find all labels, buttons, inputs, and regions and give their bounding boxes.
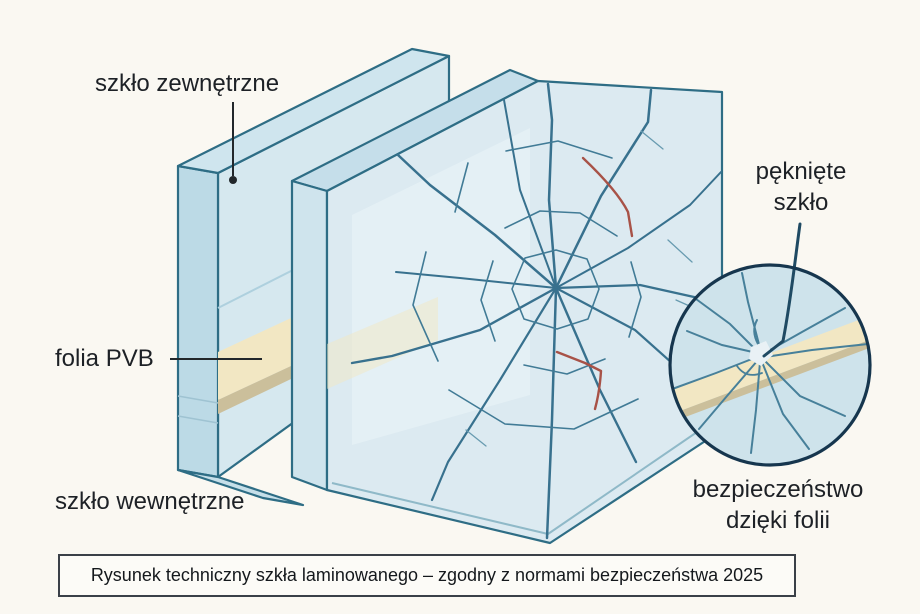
crack-radial bbox=[554, 88, 653, 290]
magnifier-cracks bbox=[674, 272, 869, 454]
magnifier-detail bbox=[668, 222, 872, 467]
label-inner-glass: szkło wewnętrzne bbox=[55, 488, 245, 515]
pvb-foil-tan bbox=[218, 366, 291, 414]
magnifier-border bbox=[668, 263, 872, 467]
inner-glass-left-face bbox=[290, 179, 329, 492]
crack-red-upper bbox=[581, 156, 634, 238]
inner-glass-pane bbox=[290, 68, 724, 545]
crack-web bbox=[350, 82, 723, 540]
outer-glass-top-face bbox=[176, 47, 451, 175]
magnifier-pvb-cream bbox=[670, 315, 870, 417]
crack-red-lower bbox=[555, 350, 603, 411]
crack-knot-patch bbox=[749, 341, 773, 366]
crack-radial bbox=[554, 283, 723, 305]
caption-box: Rysunek techniczny szkła laminowanego – … bbox=[58, 554, 796, 597]
crack-radial bbox=[545, 286, 558, 540]
crack-radial bbox=[395, 271, 557, 289]
label-pvb-foil: folia PVB bbox=[55, 345, 154, 372]
label-outer-glass: szkło zewnętrzne bbox=[95, 70, 280, 97]
caption-text: Rysunek techniczny szkła laminowanego – … bbox=[90, 565, 764, 585]
pvb-foil-through-glass bbox=[327, 297, 438, 389]
edge-layer-line-top bbox=[177, 395, 219, 404]
magnifier-pvb-tan bbox=[670, 339, 870, 425]
crack-radial bbox=[503, 99, 557, 289]
crack-radial bbox=[555, 171, 722, 289]
outer-glass-left-face bbox=[176, 164, 220, 479]
pane-reflection bbox=[352, 128, 530, 445]
crack-radial bbox=[396, 153, 558, 290]
leader-cracked-glass bbox=[762, 222, 802, 358]
crack-red-segments bbox=[555, 156, 634, 411]
crack-hook bbox=[753, 319, 759, 345]
label-safety-line1: bezpieczeństwo bbox=[692, 476, 864, 503]
label-safety-line2: dzięki folii bbox=[725, 507, 831, 534]
crack-rings bbox=[412, 140, 642, 430]
outer-glass-bottom-face bbox=[176, 468, 305, 507]
crack-radial bbox=[430, 286, 558, 502]
label-safety: bezpieczeństwo dzięki folii bbox=[658, 474, 898, 536]
edge-layer-line-bottom bbox=[177, 415, 219, 424]
label-cracked-glass: pęknięte szkło bbox=[716, 156, 886, 218]
label-cracked-glass-line2: szkło bbox=[773, 189, 829, 216]
crack-radial bbox=[546, 82, 558, 290]
leader-outer-glass-dot bbox=[229, 176, 237, 184]
label-cracked-glass-line1: pęknięte bbox=[755, 158, 847, 185]
leader-lines bbox=[170, 102, 262, 360]
foil-chip-line bbox=[736, 365, 763, 376]
crack-radial bbox=[350, 286, 558, 365]
